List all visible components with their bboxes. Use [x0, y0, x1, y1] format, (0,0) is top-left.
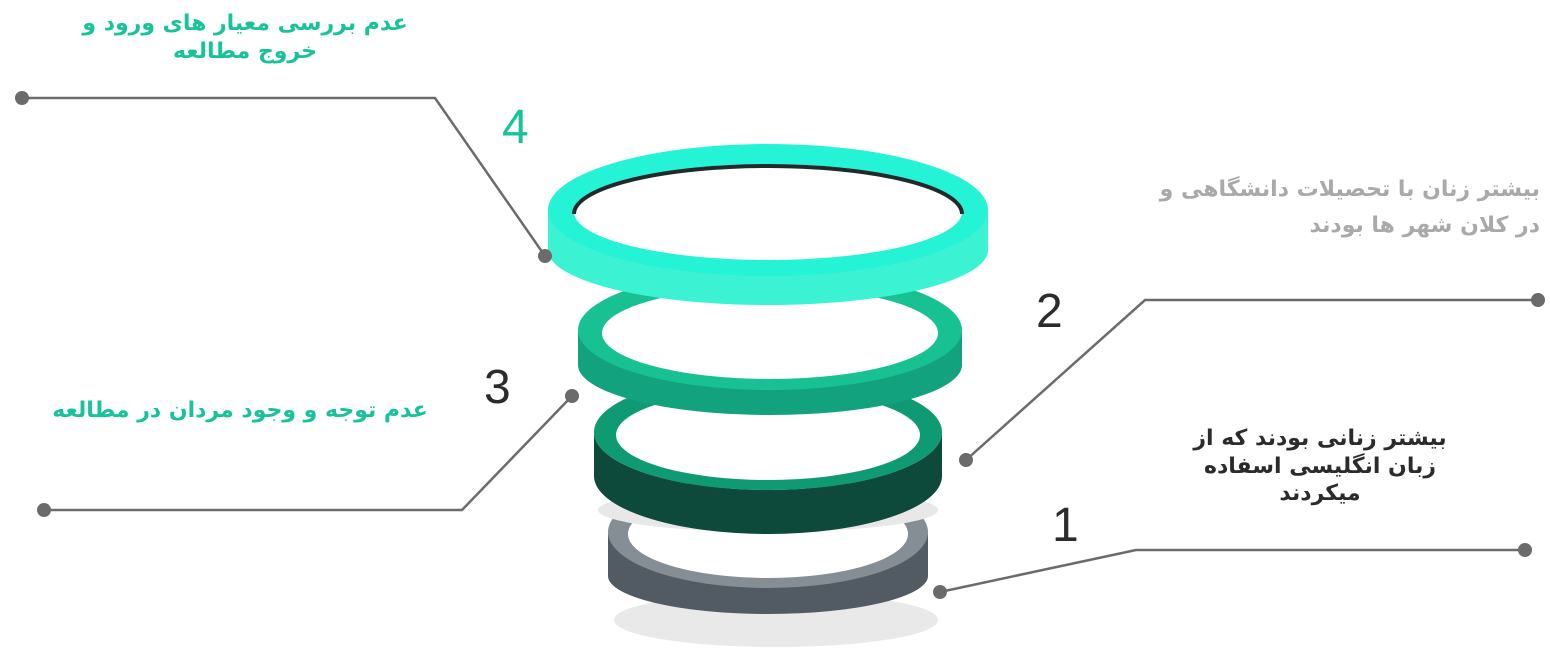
step-label-1: بیشتر زنانی بودند که از زبان انگلیسی اسف… — [1170, 425, 1470, 508]
step-label-4: عدم بررسی معیار های ورود و خروج مطالعه — [60, 10, 430, 65]
step-label-2: بیشتر زنان با تحصیلات دانشگاهی و در کلان… — [1140, 172, 1540, 245]
step-number-1: 1 — [1052, 502, 1079, 550]
step-number-4: 4 — [502, 104, 529, 152]
ring-4 — [548, 144, 988, 305]
connector-4 — [24, 98, 545, 256]
step-number-3: 3 — [484, 364, 511, 412]
connector-1 — [940, 550, 1525, 592]
step-label-3: عدم توجه و وجود مردان در مطالعه — [50, 397, 430, 425]
step-number-2: 2 — [1036, 288, 1063, 336]
